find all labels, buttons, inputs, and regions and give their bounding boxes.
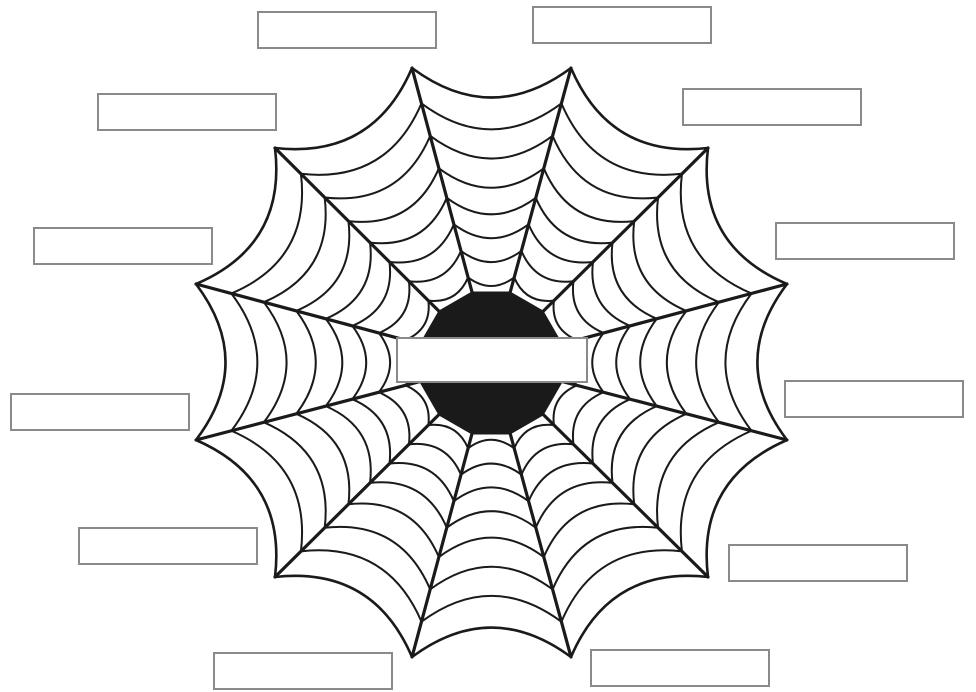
web-thread — [421, 103, 561, 129]
web-thread — [554, 301, 577, 340]
label-box-1[interactable] — [257, 11, 437, 49]
web-thread — [640, 319, 657, 406]
web-thread — [461, 251, 521, 262]
web-thread — [571, 576, 708, 657]
web-thread — [379, 392, 410, 444]
label-box-9[interactable] — [78, 527, 258, 565]
web-thread — [264, 197, 326, 302]
web-thread — [275, 576, 412, 657]
web-thread — [454, 487, 529, 501]
web-thread — [348, 503, 438, 557]
web-thread — [447, 198, 536, 215]
label-box-6[interactable] — [775, 222, 955, 260]
web-thread — [439, 538, 544, 557]
label-box-11[interactable] — [213, 652, 393, 690]
web-thread — [275, 68, 412, 149]
web-thread — [667, 311, 687, 414]
label-box-12[interactable] — [590, 649, 770, 687]
web-thread — [301, 550, 422, 621]
web-thread — [352, 326, 366, 399]
web-thread — [231, 293, 257, 430]
web-thread — [553, 527, 658, 589]
web-thread — [707, 148, 787, 284]
label-box-3[interactable] — [97, 93, 277, 131]
web-thread — [379, 281, 410, 333]
web-thread — [325, 136, 430, 199]
web-thread — [757, 284, 787, 440]
web-thread — [725, 293, 751, 430]
web-thread — [561, 550, 682, 621]
web-thread — [264, 302, 287, 422]
web-thread — [657, 422, 719, 527]
web-thread — [439, 168, 544, 187]
center-label-box[interactable] — [396, 337, 588, 383]
web-thread — [430, 567, 552, 590]
web-thread — [573, 392, 604, 444]
label-box-2[interactable] — [532, 6, 712, 44]
web-thread — [696, 302, 719, 422]
web-thread — [521, 444, 573, 475]
web-thread — [264, 422, 326, 527]
web-thread — [409, 251, 461, 282]
web-thread — [544, 168, 634, 222]
label-box-7[interactable] — [10, 393, 190, 431]
web-thread — [326, 319, 343, 406]
web-thread — [196, 284, 226, 440]
web-thread — [657, 197, 719, 302]
web-thread — [447, 511, 536, 527]
web-thread — [301, 103, 422, 174]
web-thread — [412, 68, 571, 98]
web-thread — [573, 281, 604, 333]
web-thread — [409, 444, 461, 475]
web-thread — [592, 333, 603, 392]
web-thread — [325, 527, 430, 589]
web-thread — [421, 596, 561, 622]
web-thread — [454, 224, 529, 238]
web-thread — [544, 503, 634, 557]
web-thread — [379, 333, 390, 392]
web-thread — [553, 136, 658, 199]
web-thread — [681, 431, 752, 552]
label-box-5[interactable] — [33, 227, 213, 265]
web-thread — [468, 277, 514, 286]
web-thread — [616, 326, 630, 399]
label-box-4[interactable] — [682, 88, 862, 126]
web-thread — [231, 174, 302, 294]
web-thread — [681, 174, 752, 294]
web-thread — [461, 464, 521, 475]
web-thread — [430, 136, 552, 159]
web-thread — [561, 103, 682, 174]
web-thread — [296, 311, 315, 414]
label-box-8[interactable] — [784, 380, 964, 418]
web-thread — [521, 251, 573, 282]
web-thread — [468, 440, 514, 449]
web-thread — [348, 168, 438, 222]
web-thread — [412, 628, 571, 657]
label-box-10[interactable] — [728, 544, 908, 582]
